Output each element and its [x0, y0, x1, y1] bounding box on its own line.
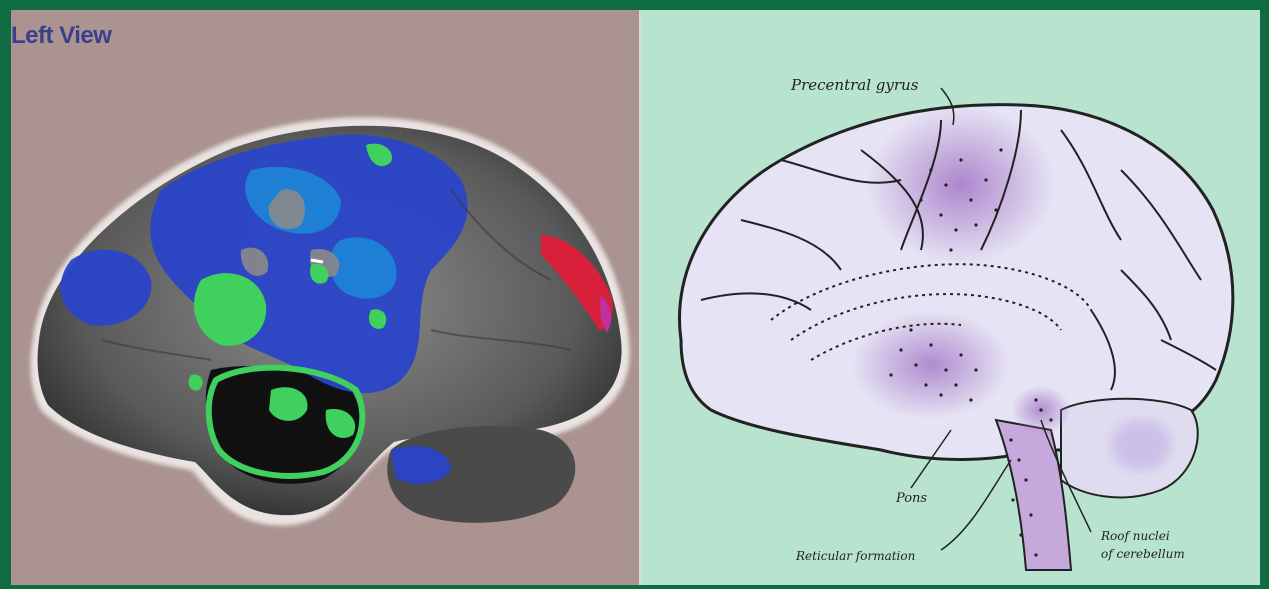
label-precentral: Precentral gyrus	[790, 76, 919, 94]
label-roof-line1: Roof nuclei	[1100, 529, 1170, 543]
fmri-panel: Left View	[11, 10, 640, 585]
label-pons: Pons	[895, 491, 927, 506]
view-label: Left View	[11, 22, 111, 50]
label-roof-line2: of cerebellum	[1101, 547, 1185, 561]
label-reticular: Reticular formation	[795, 549, 915, 563]
diagram-panel: Precentral gyrus Pons Reticular formatio…	[641, 10, 1260, 585]
fmri-brain-image	[11, 10, 640, 585]
precentral-highlight	[866, 105, 1056, 265]
reticular-highlight	[851, 310, 1011, 420]
brain-drawing: Precentral gyrus Pons Reticular formatio…	[641, 10, 1260, 585]
